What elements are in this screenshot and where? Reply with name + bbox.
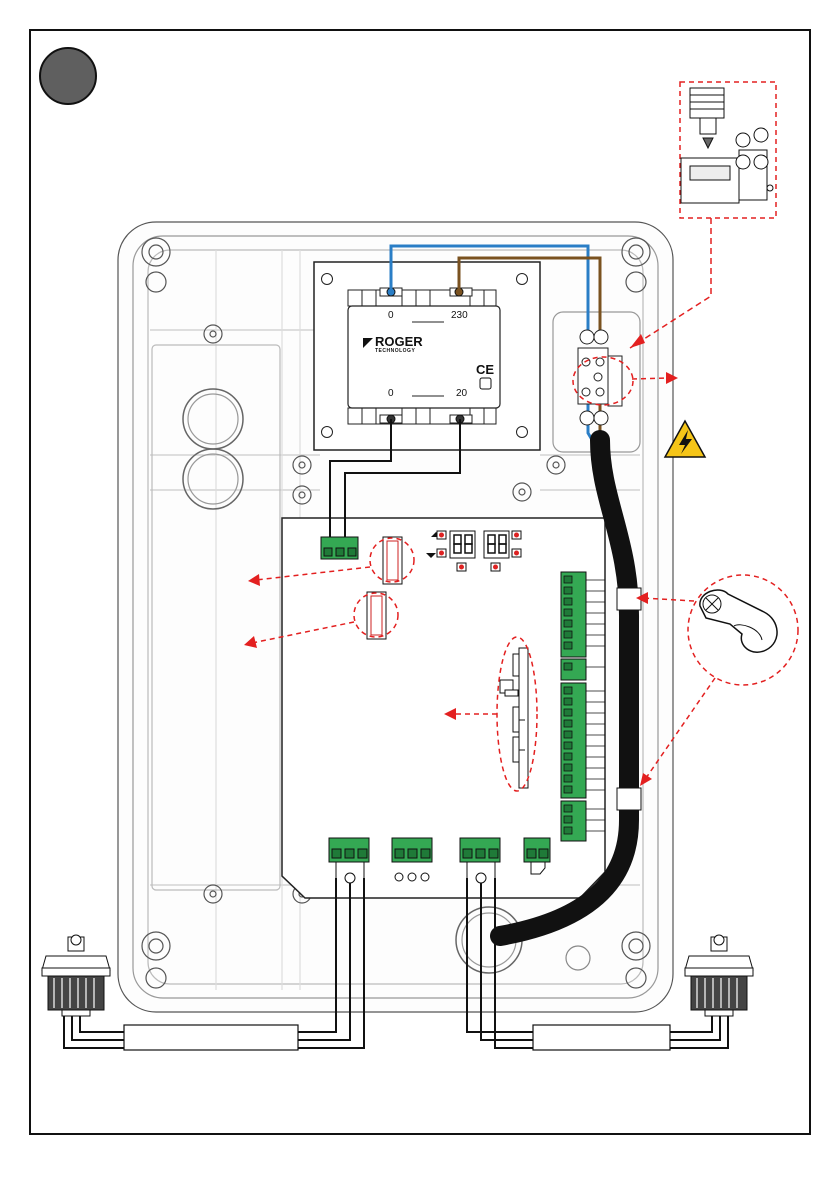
fuse-1 [383, 537, 402, 584]
power-input-connector [321, 537, 358, 559]
motor-icon [42, 935, 110, 1016]
secondary-left-label: 0 [388, 388, 394, 399]
ground-symbol-icon [395, 873, 403, 881]
fuse-2 [367, 592, 386, 639]
cable-clamp-upper [617, 588, 641, 610]
transformer-brand-sub: TECHNOLOGY [375, 348, 415, 354]
primary-left-label: 0 [388, 310, 394, 321]
motor-1-cable-sleeve [124, 1025, 298, 1050]
ce-mark: CE [476, 362, 494, 377]
ground-symbol-icon [408, 873, 416, 881]
transformer: ROGER TECHNOLOGY 0 230 0 20 CE [314, 262, 540, 450]
cable-clamp-lower [617, 788, 641, 810]
secondary-right-label: 20 [456, 388, 468, 399]
primary-right-label: 230 [451, 310, 468, 321]
ground-symbol-icon [594, 373, 602, 381]
step-badge [40, 48, 96, 104]
ground-symbol-icon [421, 873, 429, 881]
terminal-detail-inset [680, 82, 776, 218]
transformer-brand: ROGER [375, 334, 423, 349]
ground-connector [392, 838, 432, 881]
cable-clamp-icon [700, 590, 777, 652]
motor-icon [685, 935, 753, 1016]
motor-2-cable-sleeve [533, 1025, 670, 1050]
